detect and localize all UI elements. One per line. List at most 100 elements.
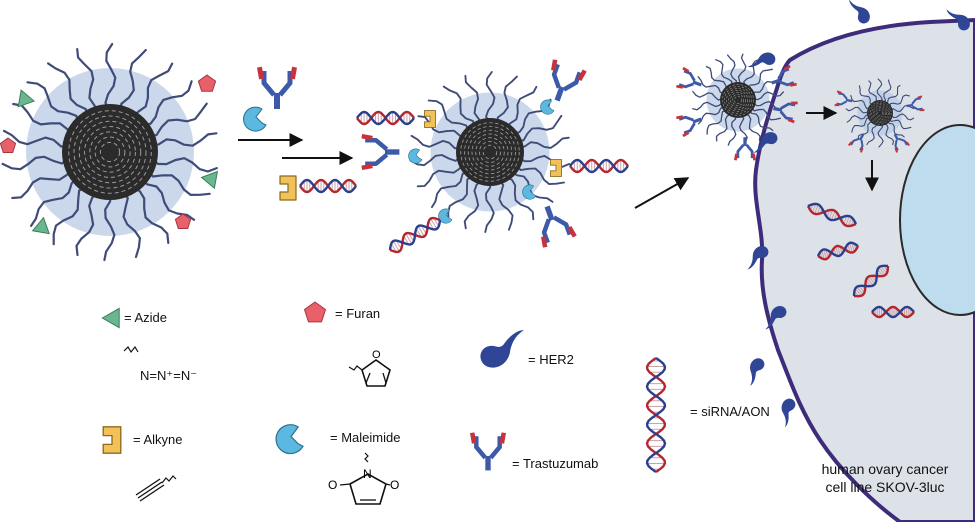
polymer-chain: [139, 80, 193, 127]
her2-shape: [747, 52, 776, 68]
antibody-stem: [274, 93, 280, 109]
antibody-light-left: [917, 95, 923, 99]
antibody-arm-right: [911, 105, 923, 111]
core-swirl: [868, 101, 892, 125]
core-swirl: [872, 105, 888, 121]
polymer-chain: [149, 156, 218, 173]
base-pair: [845, 216, 850, 226]
antibody-light-right: [789, 82, 797, 87]
polymer-chain: [850, 94, 871, 110]
legend-azide-label: = Azide: [124, 310, 168, 325]
base-pair: [811, 203, 817, 213]
alkyne-icon: [423, 110, 437, 128]
core-swirl: [73, 115, 147, 189]
polymer-chain: [851, 117, 872, 133]
trastuzumab-antibody: [906, 95, 925, 112]
carbonyl-bond: [385, 483, 391, 486]
antibody-light-right: [836, 90, 842, 94]
core-swirl: [870, 103, 890, 123]
core-swirl: [730, 92, 746, 108]
her2-icon: [750, 358, 765, 386]
alkyne-shape: [423, 110, 437, 128]
cell-membrane: [753, 17, 975, 522]
maleimide-icon: [438, 208, 453, 224]
polymer-chain: [130, 185, 170, 244]
cell-caption: human ovary cancer cell line SKOV-3luc: [800, 460, 970, 496]
antibody-arm-left: [551, 63, 561, 89]
antibody-stem: [385, 149, 400, 155]
furan-double-bond: [365, 372, 371, 384]
base-pair: [880, 265, 888, 274]
polymer-chain: [75, 189, 100, 257]
her2-icon: [946, 9, 970, 31]
reagents: [243, 66, 357, 201]
antibody-stem: [773, 106, 783, 112]
polymer-chain: [485, 71, 496, 125]
core-swirl: [464, 126, 516, 178]
antibody-arm-left: [552, 215, 572, 236]
her2-shape: [747, 246, 769, 270]
core-swirl: [482, 144, 498, 160]
antibody-stem: [893, 133, 900, 141]
base-pair: [821, 250, 825, 260]
antibody-light-right: [499, 432, 506, 444]
polymer-chain: [30, 177, 81, 227]
antibody-arm-right: [779, 80, 795, 87]
polymer-chain: [877, 123, 884, 148]
polymer-chain: [846, 114, 870, 123]
core-swirl: [726, 88, 750, 112]
strand-sense: [806, 205, 857, 228]
antibody-light-left: [676, 84, 684, 89]
antibody-arm-right: [736, 144, 745, 159]
antibody-light-left: [783, 64, 791, 71]
polymer-chain: [737, 53, 747, 86]
base-pair: [868, 276, 876, 285]
antibody-light-right: [894, 147, 899, 153]
antibody-stem: [743, 137, 747, 146]
antibody-arm-left: [678, 82, 694, 89]
polymer-chain: [743, 58, 761, 87]
sirna-duplex: [806, 202, 858, 228]
antibody-light-right: [289, 66, 297, 80]
strand-sense: [817, 244, 860, 261]
core-swirl: [877, 110, 883, 116]
azide-icon: [200, 170, 219, 190]
maleimide-oxygen-right: O: [390, 478, 399, 492]
polymer-chain: [888, 94, 910, 108]
furan-icon: [303, 301, 327, 323]
antibody-light-right: [734, 153, 738, 161]
base-pair: [816, 205, 821, 215]
maleimide-icon: [243, 106, 267, 132]
antibody-light-left: [361, 163, 373, 170]
trastuzumab-antibody: [676, 115, 702, 138]
her2-icon: [753, 132, 778, 153]
antibody-arm-right: [541, 218, 551, 244]
azide-icon: [17, 89, 36, 108]
polymer-chain: [103, 191, 116, 262]
antibody-arm-left: [474, 436, 488, 460]
maleimide-oxygen-left: O: [328, 478, 337, 492]
maleimide-shape: [540, 99, 555, 115]
antibody-light-left: [567, 225, 577, 238]
nanoparticle-internalized: [834, 78, 925, 153]
polymer-chain: [706, 110, 728, 135]
base-pair: [849, 242, 853, 253]
core-swirl: [471, 133, 509, 171]
core-swirl: [479, 141, 501, 163]
strand-antisense: [852, 264, 889, 297]
polymer-chain: [427, 99, 470, 134]
base-pair: [878, 267, 886, 276]
nanoparticle-precursor: [1, 42, 218, 262]
antibody-arm-right: [683, 69, 696, 82]
polymer-chain: [697, 106, 726, 125]
polymer-chain: [76, 48, 100, 114]
polymer-chain: [496, 75, 518, 126]
alkyne-shape: [102, 426, 122, 454]
antibody-light-left: [905, 141, 911, 147]
alkyne-icon: [549, 159, 563, 177]
polymer-chain: [886, 120, 905, 138]
alkyne-triple-bond: [139, 484, 165, 502]
base-pair: [417, 225, 425, 237]
